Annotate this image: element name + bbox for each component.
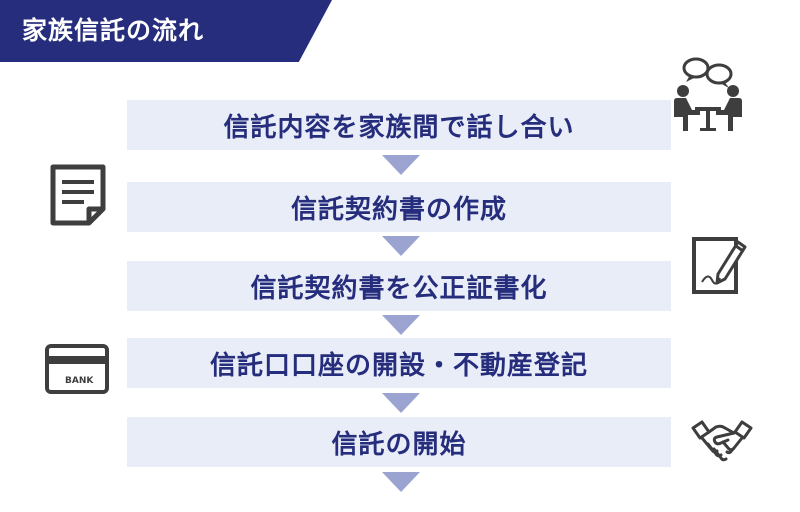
flow-step-label: 信託内容を家族間で話し合い bbox=[223, 112, 575, 143]
bank-card-label: BANK bbox=[65, 376, 94, 386]
meeting-icon bbox=[666, 54, 750, 134]
page-title: 家族信託の流れ bbox=[22, 16, 205, 45]
flow-step-label: 信託口口座の開設・不動産登記 bbox=[209, 350, 588, 381]
title-banner bbox=[0, 0, 332, 62]
flow-step-2: 信託契約書の作成 bbox=[127, 182, 671, 232]
flow-step-label: 信託契約書を公正証書化 bbox=[250, 273, 548, 304]
bank-card-icon: BANK bbox=[44, 342, 110, 396]
flow-arrow-down bbox=[382, 236, 420, 256]
flow-arrow-down bbox=[382, 393, 420, 413]
handshake-icon bbox=[690, 414, 754, 466]
flow-arrow-down bbox=[382, 472, 420, 492]
flow-step-4: 信託口口座の開設・不動産登記 bbox=[127, 338, 671, 388]
flow-arrow-down bbox=[382, 315, 420, 335]
flow-step-label: 信託の開始 bbox=[331, 429, 467, 460]
flow-step-1: 信託内容を家族間で話し合い bbox=[127, 100, 671, 150]
flow-step-label: 信託契約書の作成 bbox=[290, 194, 507, 225]
flow-step-3: 信託契約書を公正証書化 bbox=[127, 261, 671, 311]
document-icon bbox=[49, 163, 109, 227]
pen-sign-icon bbox=[688, 232, 750, 296]
flow-step-5: 信託の開始 bbox=[127, 417, 671, 467]
flow-arrow-down bbox=[382, 155, 420, 175]
